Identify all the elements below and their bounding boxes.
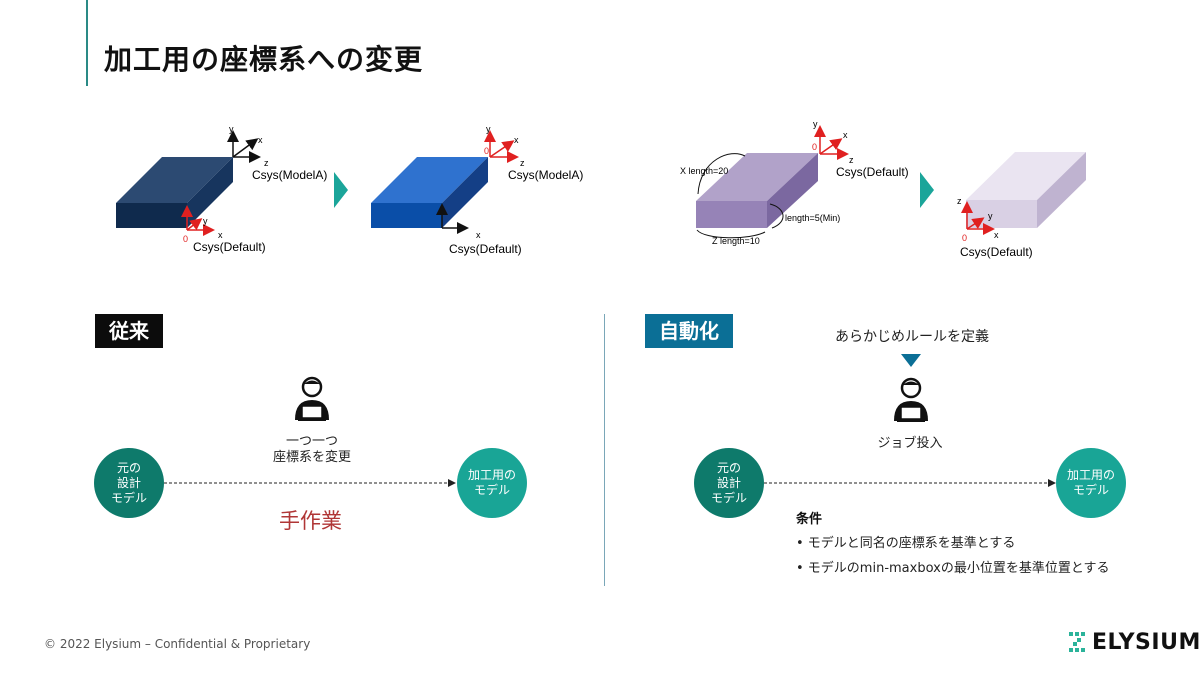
chevron-right-icon [920, 172, 934, 208]
axes-default-4 [961, 201, 995, 235]
source-model-node: 元の設計モデル [94, 448, 164, 518]
axis-label: z [957, 196, 962, 206]
axis-label: y [229, 124, 234, 134]
axes-model-a-1 [227, 130, 261, 163]
axis-label: x [218, 230, 223, 240]
condition-item: • モデルと同名の座標系を基準とする [796, 536, 1016, 551]
job-text: ジョブ投入 [877, 436, 943, 451]
axis-label: y [813, 119, 818, 129]
csys-label: Csys(ModelA) [508, 168, 583, 182]
axis-label: x [476, 230, 481, 240]
axis-label: x [994, 230, 999, 240]
csys-label: Csys(Default) [960, 245, 1033, 259]
y-length-label: length=5(Min) [785, 213, 840, 223]
rule-text: あらかじめルールを定義 [835, 329, 989, 345]
axis-label: x [843, 130, 848, 140]
dashed-arrow [764, 479, 1056, 487]
axes-model-a-2 [484, 130, 519, 163]
x-length-label: X length=20 [680, 166, 728, 176]
triangle-down-icon [901, 354, 921, 367]
target-model-node: 加工用のモデル [1056, 448, 1126, 518]
axis-label: y [486, 124, 491, 134]
origin-label: 0 [812, 142, 817, 152]
target-model-node: 加工用のモデル [457, 448, 527, 518]
traditional-tag: 従来 [95, 314, 163, 348]
origin-label: 0 [484, 146, 489, 156]
z-length-label: Z length=10 [712, 236, 760, 246]
csys-diagram: y x z Csys(ModelA) 0 y x Csys(Default) y… [116, 119, 1086, 259]
axis-label: z [849, 155, 854, 165]
worker-caption: 一つ一つ 座標系を変更 [272, 434, 351, 465]
csys-label: Csys(Default) [193, 240, 266, 254]
elysium-logo-text: ELYSIUM [1092, 630, 1200, 655]
axes-default-1 [181, 205, 215, 236]
box-model-a-original [116, 157, 233, 228]
person-laptop-icon [894, 377, 928, 422]
axis-label: z [520, 158, 525, 168]
axes-default-3 [814, 125, 849, 160]
condition-item: • モデルのmin-maxboxの最小位置を基準位置とする [796, 561, 1110, 576]
page-title: 加工用の座標系への変更 [104, 43, 424, 76]
section-divider [604, 314, 605, 586]
manual-label: 手作業 [279, 509, 342, 533]
chevron-right-icon [334, 172, 348, 208]
automation-tag: 自動化 [645, 314, 733, 348]
conditions-title: 条件 [796, 512, 823, 527]
box-result [966, 152, 1086, 228]
axis-label: x [514, 135, 519, 145]
csys-label: Csys(Default) [449, 242, 522, 256]
axis-label: z [264, 158, 269, 168]
csys-label: Csys(ModelA) [252, 168, 327, 182]
copyright-footer: © 2022 Elysium – Confidential & Propriet… [44, 637, 311, 651]
origin-label: 0 [183, 234, 188, 244]
axis-label: y [203, 216, 208, 226]
person-laptop-icon [295, 376, 329, 421]
origin-label: 0 [962, 233, 967, 243]
elysium-logo-icon [1069, 632, 1085, 652]
title-accent-bar [86, 0, 88, 86]
box-model-a-transformed [371, 157, 488, 228]
source-model-node: 元の設計モデル [694, 448, 764, 518]
dashed-arrow [164, 479, 456, 487]
csys-label: Csys(Default) [836, 165, 909, 179]
axes-default-2 [436, 203, 469, 234]
axis-label: y [988, 211, 993, 221]
axis-label: x [258, 135, 263, 145]
